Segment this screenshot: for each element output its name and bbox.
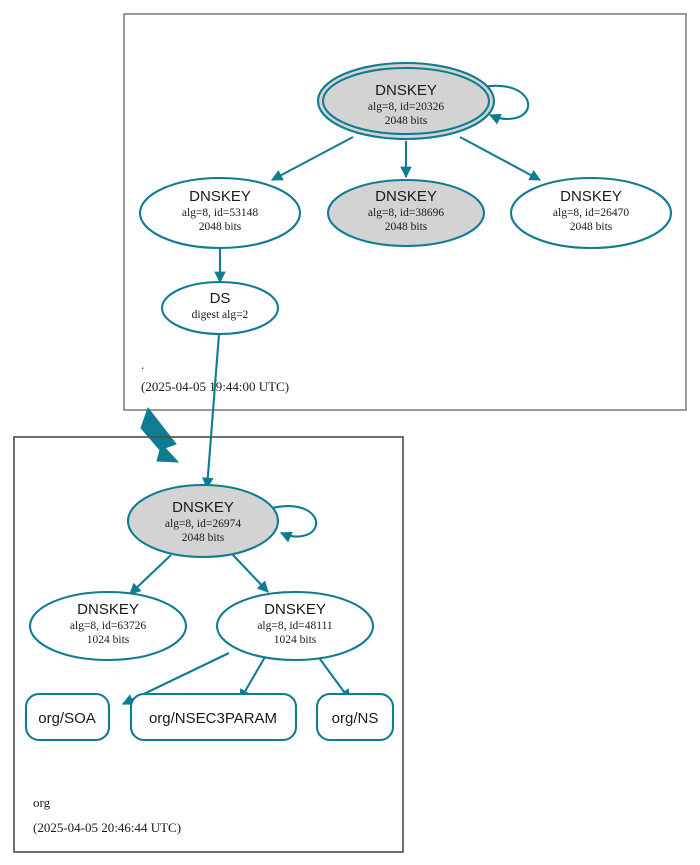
- node-org-soa[interactable]: org/SOA: [24, 692, 111, 742]
- node-root-zsk-26470-ellipse: [509, 176, 673, 250]
- node-root-ksk-inner-ellipse: [321, 66, 491, 136]
- node-org-zsk-48111-title: DNSKEY: [264, 601, 326, 618]
- node-root-zsk-53148[interactable]: DNSKEY alg=8, id=53148 2048 bits: [138, 176, 302, 250]
- node-root-zsk-53148-size: 2048 bits: [199, 221, 242, 233]
- node-root-ksk-size: 2048 bits: [385, 115, 428, 127]
- node-root-zsk-53148-title: DNSKEY: [189, 188, 251, 205]
- node-org-nsec3param-box: [129, 692, 298, 742]
- zone-name-org: org: [33, 795, 51, 810]
- node-org-soa-box: [24, 692, 111, 742]
- node-org-ksk[interactable]: DNSKEY alg=8, id=26974 2048 bits: [126, 483, 280, 559]
- node-root-zsk-38696[interactable]: DNSKEY alg=8, id=38696 2048 bits: [326, 178, 486, 248]
- edge-group-org: [121, 505, 351, 705]
- zone-name-root: .: [141, 357, 144, 372]
- node-org-zsk-63726-size: 1024 bits: [87, 634, 130, 646]
- node-org-zsk-63726-ellipse: [28, 590, 188, 662]
- node-org-ksk-params: alg=8, id=26974: [165, 518, 241, 530]
- edge-root-ksk-to-zsk-26470: [459, 136, 542, 181]
- edge-org-zsk-48111-to-ns: [316, 654, 351, 701]
- node-org-zsk-63726[interactable]: DNSKEY alg=8, id=63726 1024 bits: [28, 590, 188, 662]
- node-root-zsk-26470[interactable]: DNSKEY alg=8, id=26470 2048 bits: [509, 176, 673, 250]
- node-org-zsk-63726-params: alg=8, id=63726: [70, 620, 146, 632]
- node-org-soa-label: org/SOA: [38, 710, 96, 727]
- node-root-zsk-38696-params: alg=8, id=38696: [368, 207, 444, 219]
- zone-delegation-arrow-shape: [140, 406, 180, 463]
- node-root-zsk-38696-size: 2048 bits: [385, 221, 428, 233]
- edge-org-ksk-self-sign: [271, 505, 318, 543]
- zone-cluster-org: org (2025-04-05 20:46:44 UTC): [13, 436, 404, 853]
- node-root-ksk[interactable]: DNSKEY alg=8, id=20326 2048 bits: [316, 61, 496, 141]
- node-root-ds-ellipse: [160, 280, 280, 336]
- edge-org-ksk-to-zsk-48111: [232, 554, 269, 593]
- node-org-zsk-48111-size: 1024 bits: [274, 634, 317, 646]
- edge-org-ksk-to-zsk-63726: [129, 554, 172, 595]
- edge-group-root: [202, 84, 542, 490]
- edge-root-ksk-to-zsk-53148: [270, 136, 354, 181]
- node-org-zsk-48111[interactable]: DNSKEY alg=8, id=48111 1024 bits: [215, 590, 375, 662]
- node-org-ns[interactable]: org/NS: [315, 692, 395, 742]
- node-org-ksk-size: 2048 bits: [182, 532, 225, 544]
- zone-cluster-root-border: [123, 13, 687, 411]
- zone-timestamp-org: (2025-04-05 20:46:44 UTC): [33, 820, 181, 835]
- node-root-zsk-26470-title: DNSKEY: [560, 188, 622, 205]
- node-root-ksk-params: alg=8, id=20326: [368, 101, 444, 113]
- node-root-ds-params: digest alg=2: [192, 309, 249, 321]
- node-root-zsk-53148-ellipse: [138, 176, 302, 250]
- node-org-zsk-63726-title: DNSKEY: [77, 601, 139, 618]
- edge-root-ksk-self-sign: [476, 84, 530, 125]
- node-org-nsec3param[interactable]: org/NSEC3PARAM: [129, 692, 298, 742]
- node-org-zsk-48111-ellipse: [215, 590, 375, 662]
- node-org-ns-label: org/NS: [332, 710, 379, 727]
- node-root-zsk-53148-params: alg=8, id=53148: [182, 207, 258, 219]
- node-org-zsk-48111-params: alg=8, id=48111: [257, 620, 333, 632]
- node-root-zsk-26470-params: alg=8, id=26470: [553, 207, 629, 219]
- node-root-ds-title: DS: [210, 290, 231, 307]
- node-org-ksk-ellipse: [126, 483, 280, 559]
- node-org-ksk-title: DNSKEY: [172, 499, 234, 516]
- node-org-nsec3param-label: org/NSEC3PARAM: [149, 710, 277, 727]
- node-root-zsk-26470-size: 2048 bits: [570, 221, 613, 233]
- edge-org-zsk-48111-to-nsec3param: [239, 656, 266, 701]
- node-org-ns-box: [315, 692, 395, 742]
- node-root-ksk-title: DNSKEY: [375, 82, 437, 99]
- node-root-zsk-38696-title: DNSKEY: [375, 188, 437, 205]
- node-root-ds[interactable]: DS digest alg=2: [160, 280, 280, 336]
- node-root-zsk-38696-ellipse: [326, 178, 486, 248]
- edge-root-ds-to-org-ksk: [202, 333, 221, 490]
- zone-delegation-arrow: [140, 406, 180, 463]
- zone-cluster-org-border: [13, 436, 404, 853]
